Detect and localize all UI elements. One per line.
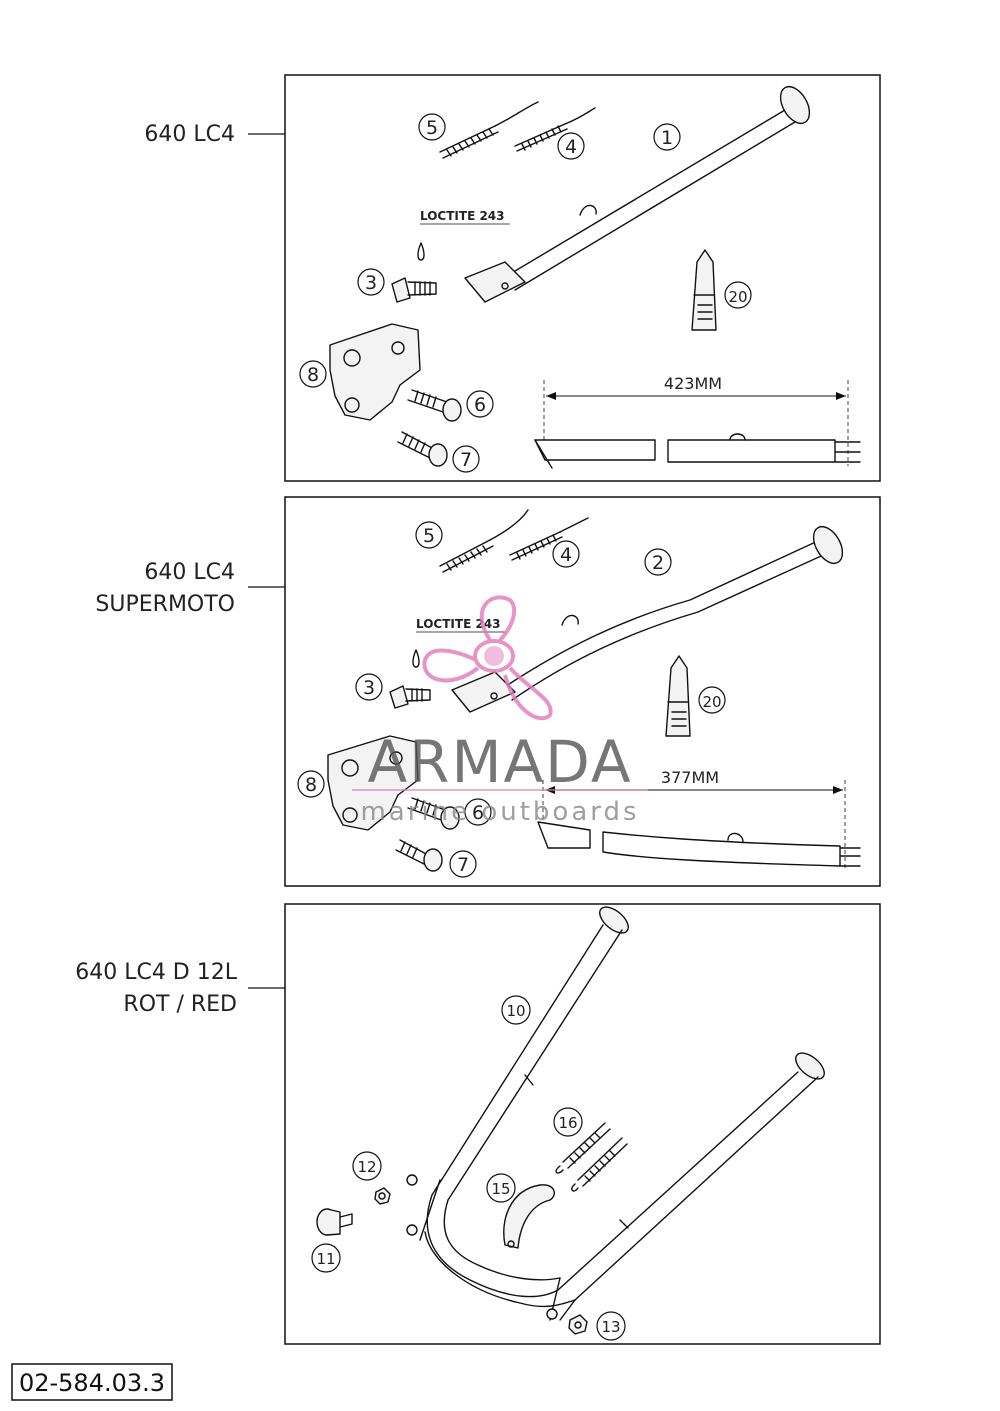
callout-4: 4 [557,132,585,160]
svg-text:20: 20 [728,288,747,306]
svg-text:13: 13 [601,1318,620,1336]
callout-6: 6 [464,798,492,826]
svg-text:7: 7 [460,449,472,471]
watermark: ARMADA marine outboards [352,595,648,827]
svg-text:12: 12 [357,1158,376,1176]
svg-text:4: 4 [565,136,577,158]
svg-text:1: 1 [661,127,673,149]
spring-part-4 [514,107,596,152]
panel-frame [284,496,881,887]
buffer-part-11 [316,1208,353,1236]
spring-part-5 [439,101,539,159]
drop-icon [417,242,425,261]
panel-640-lc4-d-12l: 640 LC4 D 12L ROT / RED [75,903,881,1345]
model-label-line1: 640 LC4 [144,560,235,585]
drawing-code-box: 02-584.03.3 [11,1363,173,1401]
dimension-label: 423MM [664,374,722,393]
svg-text:7: 7 [457,854,469,876]
callout-3: 3 [355,673,383,701]
callout-1: 1 [653,123,681,151]
dimension-drawing: 423MM [534,374,861,469]
svg-text:10: 10 [506,1002,525,1020]
watermark-brand: ARMADA [367,728,632,796]
dimension-label: 377MM [661,768,719,787]
model-label-line2: ROT / RED [123,992,237,1017]
watermark-tagline: marine outboards [360,797,639,827]
callout-5: 5 [418,113,446,141]
callout-3: 3 [357,268,385,296]
svg-text:15: 15 [491,1180,510,1198]
nut-part-12 [374,1187,391,1205]
model-label-line1: 640 LC4 D 12L [75,960,238,985]
bolt-part-6 [407,389,462,422]
callout-11: 11 [311,1243,341,1273]
callout-7: 7 [449,850,477,878]
panel-frame [284,903,881,1345]
loctite-label: LOCTITE 243 [420,209,505,223]
callout-13: 13 [596,1311,626,1341]
callout-15: 15 [486,1173,516,1203]
drop-icon [412,649,420,668]
loctite-label: LOCTITE 243 [416,617,501,631]
callout-2: 2 [644,548,672,576]
callout-7: 7 [452,445,480,473]
bracket-part-15 [503,1184,555,1249]
bolt-part-3 [389,685,431,709]
svg-text:20: 20 [702,693,721,711]
svg-text:8: 8 [307,364,319,386]
svg-text:2: 2 [652,552,664,574]
bolt-part-6 [407,797,460,830]
callout-4: 4 [552,540,580,568]
bolt-part-7 [395,839,443,872]
svg-text:11: 11 [316,1250,335,1268]
bolt-part-7 [397,431,448,467]
bolt-part-3 [391,277,437,303]
callout-12: 12 [352,1151,382,1181]
panel-640-lc4-supermoto: 640 LC4 SUPERMOTO LOCTITE 243 [95,496,881,887]
bottle-part-20 [665,655,691,737]
callout-5: 5 [415,521,443,549]
model-label: 640 LC4 [144,122,235,147]
drawing-code: 02-584.03.3 [19,1369,165,1397]
callout-6: 6 [466,390,494,418]
svg-text:3: 3 [363,677,375,699]
propeller-logo-icon [422,595,553,721]
bracket-part-8 [327,735,419,831]
spring-part-16 [555,1122,628,1192]
model-label-line2: SUPERMOTO [95,592,235,617]
spring-part-5 [439,509,529,573]
center-stand-part-10 [406,906,825,1321]
dimension-drawing: 377MM [537,768,861,868]
callout-16: 16 [553,1107,583,1137]
svg-text:5: 5 [423,525,435,547]
svg-text:3: 3 [365,272,377,294]
callout-10: 10 [501,995,531,1025]
svg-text:8: 8 [305,774,317,796]
spring-part-4 [509,517,589,561]
panel-640-lc4: 640 LC4 LOCTITE 243 [144,74,881,482]
callout-20: 20 [698,686,726,714]
svg-text:4: 4 [560,544,572,566]
nut-part-13 [568,1314,588,1335]
svg-text:5: 5 [426,117,438,139]
side-stand-part-2 [451,525,844,713]
bracket-part-8 [329,323,421,421]
svg-text:6: 6 [474,394,486,416]
callout-8: 8 [299,360,327,388]
propeller-hub [484,646,504,666]
callout-20: 20 [724,281,752,309]
callout-8: 8 [297,770,325,798]
svg-text:16: 16 [558,1114,577,1132]
bottle-part-20 [691,249,717,331]
panel-frame [284,74,881,482]
side-stand-part-1 [464,85,811,303]
svg-text:6: 6 [472,802,484,824]
